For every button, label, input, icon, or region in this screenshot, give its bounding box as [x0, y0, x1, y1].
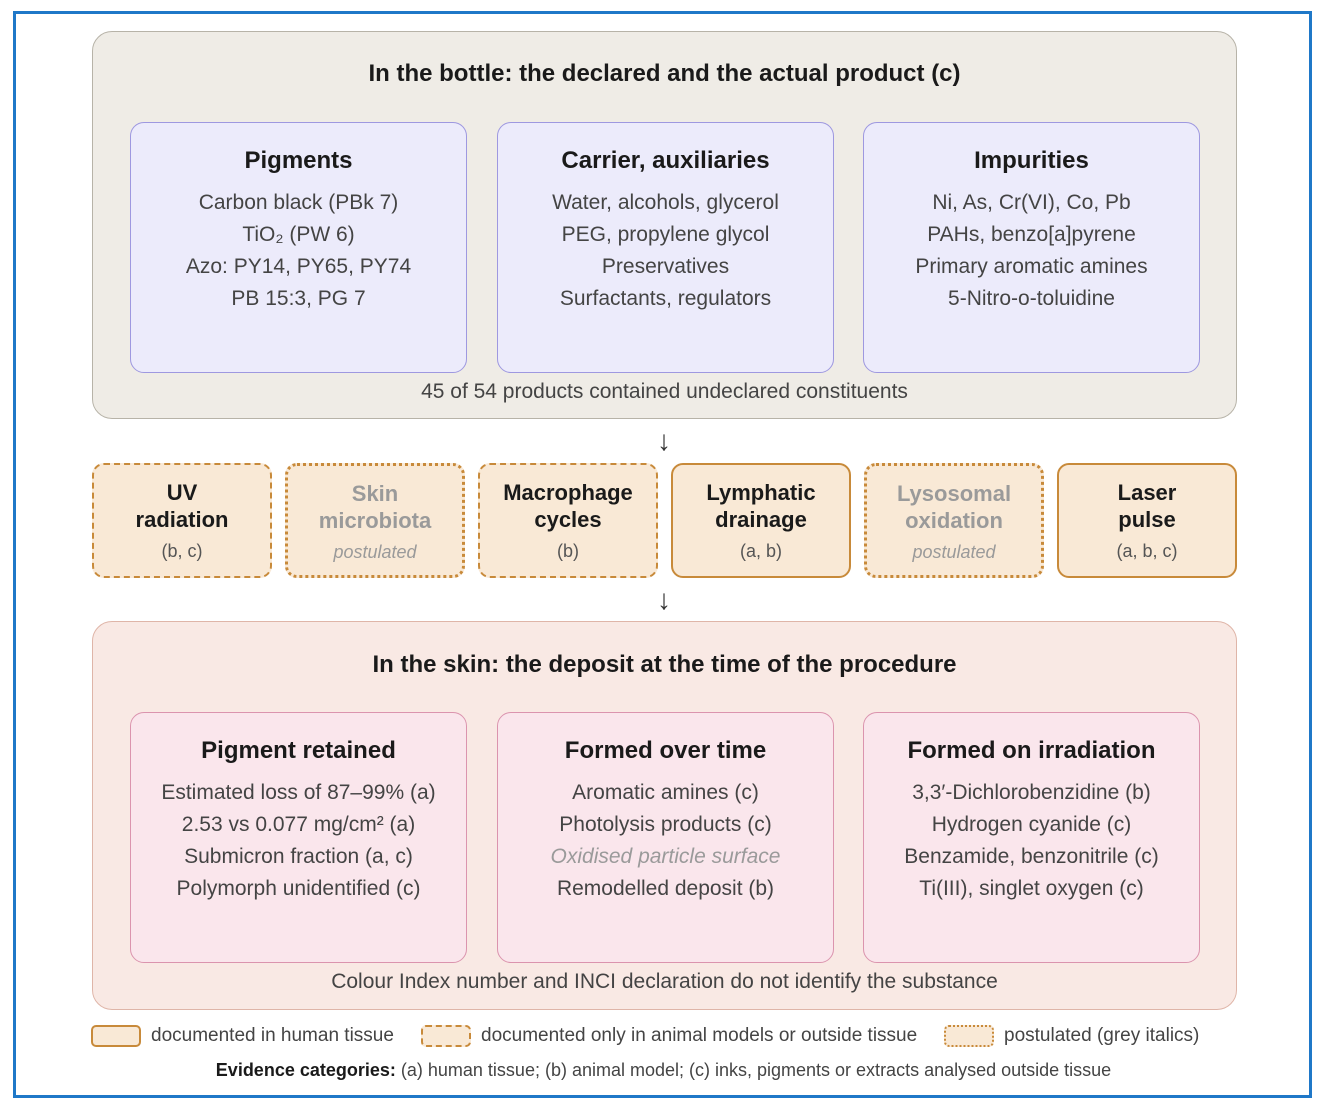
carrier-card: Carrier, auxiliaries Water, alcohols, gl…: [497, 122, 834, 373]
bottle-panel-footer: 45 of 54 products contained undeclared c…: [421, 380, 908, 403]
pigment-retained-card: Pigment retained Estimated loss of 87–99…: [130, 712, 467, 963]
factor-note: (b): [557, 541, 579, 561]
legend-item-human-tissue: documented in human tissue: [91, 1022, 394, 1050]
factor-note: postulated: [333, 542, 417, 562]
factor-note: (a, b, c): [1116, 541, 1178, 561]
card-line: Aromatic amines (c): [572, 781, 759, 804]
legend-label: documented in human tissue: [151, 1025, 394, 1046]
card-title: Carrier, auxiliaries: [561, 147, 770, 174]
impurities-card: Impurities Ni, As, Cr(VI), Co, Pb PAHs, b…: [863, 122, 1200, 373]
bottle-panel-title: In the bottle: the declared and the actu…: [368, 60, 961, 87]
skin-panel: In the skin: the deposit at the time of …: [92, 621, 1237, 1010]
card-lines: Estimated loss of 87–99% (a) 2.53 vs 0.07…: [131, 777, 466, 905]
card-line: Remodelled deposit (b): [556, 877, 775, 900]
card-line: PAHs, benzo[a]pyrene: [927, 223, 1136, 246]
card-lines: Aromatic amines (c) Photolysis products (…: [498, 777, 833, 905]
evidence-categories: Evidence categories: (a) human tissue; (…: [0, 1060, 1327, 1081]
card-line: Carbon black (PBk 7): [198, 191, 399, 214]
skin-panel-title: In the skin: the deposit at the time of …: [372, 651, 957, 678]
figure-frame: [13, 11, 1312, 1098]
formed-on-irradiation-card: Formed on irradiation 3,3′-Dichlorobenzi…: [863, 712, 1200, 963]
card-title: Pigment retained: [201, 737, 396, 764]
legend: documented in human tissue documented on…: [0, 1022, 1327, 1052]
card-line: Oxidised particle surface: [550, 845, 781, 868]
pigments-card: Pigments Carbon black (PBk 7) TiO₂ (PW 6)…: [130, 122, 467, 373]
card-line: 2.53 vs 0.077 mg/cm² (a): [181, 813, 416, 836]
formed-over-time-card: Formed over time Aromatic amines (c) Phot…: [497, 712, 834, 963]
card-line: 3,3′-Dichlorobenzidine (b): [912, 781, 1151, 804]
down-arrow-icon: ↓: [657, 584, 671, 615]
card-line: Ti(III), singlet oxygen (c): [919, 877, 1144, 900]
legend-item-postulated: postulated (grey italics): [944, 1022, 1199, 1050]
factor-note: (b, c): [161, 541, 203, 561]
skin-panel-footer: Colour Index number and INCI declaration…: [331, 970, 998, 993]
card-line: Primary aromatic amines: [915, 255, 1148, 278]
down-arrow-icon: ↓: [657, 425, 671, 456]
card-line: Surfactants, regulators: [559, 287, 772, 310]
card-line: TiO₂ (PW 6): [242, 223, 355, 246]
card-line: Polymorph unidentified (c): [176, 877, 421, 900]
card-title: Pigments: [244, 147, 353, 174]
card-line: Water, alcohols, glycerol: [552, 191, 779, 214]
card-line: PEG, propylene glycol: [561, 223, 770, 246]
legend-label: documented only in animal models or outs…: [481, 1025, 918, 1046]
card-line: Azo: PY14, PY65, PY74: [185, 255, 412, 278]
card-line: PB 15:3, PG 7: [231, 287, 366, 310]
card-line: Photolysis products (c): [559, 813, 772, 836]
card-line: Submicron fraction (a, c): [184, 845, 413, 868]
bottle-panel: In the bottle: the declared and the actu…: [92, 31, 1237, 419]
card-lines: Carbon black (PBk 7) TiO₂ (PW 6) Azo: PY14…: [131, 187, 466, 315]
card-title: Formed on irradiation: [907, 737, 1156, 764]
evidence-label: Evidence categories:: [215, 1060, 396, 1080]
card-line: Estimated loss of 87–99% (a): [161, 781, 436, 804]
solid-swatch-icon: [91, 1025, 141, 1047]
dashed-swatch-icon: [421, 1025, 471, 1047]
card-lines: 3,3′-Dichlorobenzidine (b) Hydrogen cyani…: [864, 777, 1199, 905]
card-lines: Ni, As, Cr(VI), Co, Pb PAHs, benzo[a]pyre…: [864, 187, 1199, 315]
card-line: Ni, As, Cr(VI), Co, Pb: [932, 191, 1131, 214]
card-title: Impurities: [974, 147, 1089, 174]
card-line: Benzamide, benzonitrile (c): [904, 845, 1159, 868]
factor-note: (a, b): [739, 541, 782, 561]
evidence-text: (a) human tissue; (b) animal model; (c) …: [395, 1060, 1112, 1080]
card-line: 5-Nitro-o-toluidine: [948, 287, 1115, 310]
legend-label: postulated (grey italics): [1004, 1025, 1200, 1046]
dotted-swatch-icon: [944, 1025, 994, 1047]
card-line: Preservatives: [601, 255, 730, 278]
factor-note: postulated: [912, 542, 996, 562]
card-line: Hydrogen cyanide (c): [931, 813, 1132, 836]
card-title: Formed over time: [564, 737, 767, 764]
legend-item-animal-models: documented only in animal models or outs…: [421, 1022, 917, 1050]
